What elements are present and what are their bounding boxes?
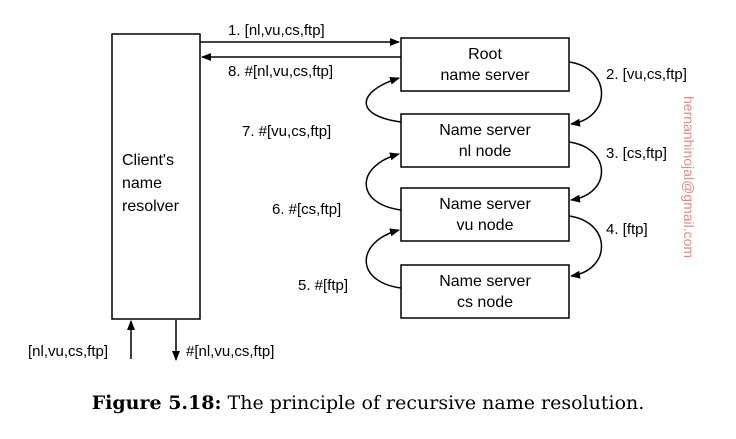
arrow-step3 xyxy=(568,141,603,203)
arrow-step6 xyxy=(365,152,402,211)
client-resolver-box xyxy=(111,33,201,320)
label-step2: 2. [vu,cs,ftp] xyxy=(606,66,687,83)
figure-caption: Figure 5.18: The principle of recursive … xyxy=(0,392,736,414)
vu-server-box xyxy=(400,187,570,242)
cs-server-label-line1: Name server xyxy=(439,273,531,290)
label-step6: 6. #[cs,ftp] xyxy=(272,201,341,218)
vu-server-label-line1: Name server xyxy=(439,196,531,213)
client-label-line1: Client's xyxy=(122,152,174,169)
arrow-step4 xyxy=(568,215,603,279)
label-step7: 7. #[vu,cs,ftp] xyxy=(242,123,331,140)
watermark: hernanhinojal@gmail.com xyxy=(681,96,697,258)
label-step3: 3. [cs,ftp] xyxy=(606,145,667,162)
arrow-step7 xyxy=(365,76,402,123)
vu-server-label-line2: vu node xyxy=(457,217,514,234)
label-step1: 1. [nl,vu,cs,ftp] xyxy=(228,22,325,39)
root-server-box xyxy=(400,37,570,92)
label-step4: 4. [ftp] xyxy=(606,221,648,238)
root-server-label-line2: name server xyxy=(441,67,531,84)
root-server-label-line1: Root xyxy=(468,46,502,63)
label-input: [nl,vu,cs,ftp] xyxy=(28,343,108,360)
caption-bold: Figure 5.18: xyxy=(91,392,222,414)
label-step5: 5. #[ftp] xyxy=(298,277,348,294)
arrow-step5 xyxy=(365,228,402,289)
label-output: #[nl,vu,cs,ftp] xyxy=(186,343,274,360)
cs-server-box xyxy=(400,264,570,319)
caption-text: The principle of recursive name resoluti… xyxy=(221,392,645,414)
arrow-step2 xyxy=(568,61,603,127)
nl-server-label-line2: nl node xyxy=(459,143,512,160)
label-step8: 8. #[nl,vu,cs,ftp] xyxy=(228,63,333,80)
cs-server-label-line2: cs node xyxy=(457,294,513,311)
client-label-line2: name xyxy=(122,175,162,192)
nl-server-box xyxy=(400,113,570,168)
nl-server-label-line1: Name server xyxy=(439,122,531,139)
client-label-line3: resolver xyxy=(122,198,180,215)
